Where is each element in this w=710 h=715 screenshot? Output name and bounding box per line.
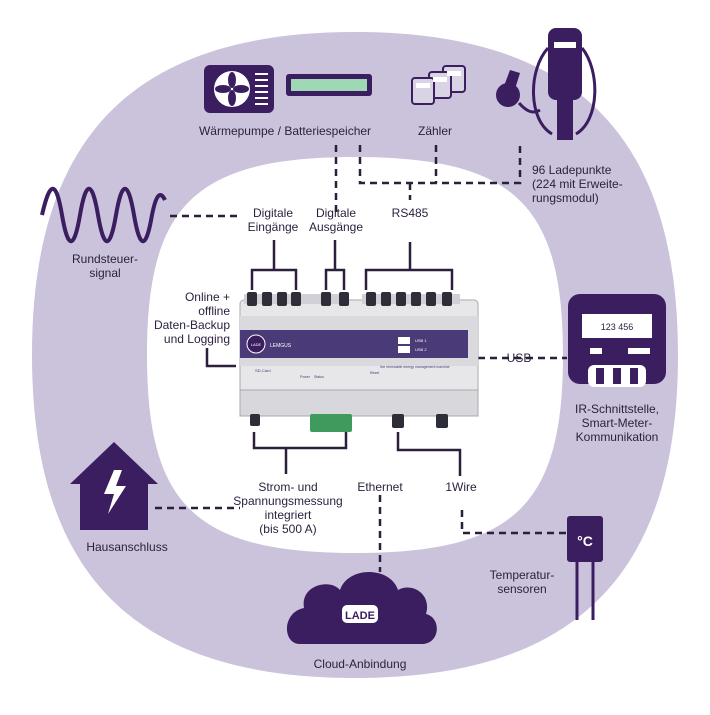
background-ring — [32, 32, 678, 678]
heat-pump-battery-label: Wärmepumpe / Batteriespeicher — [198, 124, 372, 138]
onewire-label: 1Wire — [445, 480, 477, 494]
house-connection-label: Hausanschluss — [86, 540, 168, 554]
digital-inputs-label: Digitale Eingänge — [247, 206, 299, 234]
ripple-signal-label: Rundsteuer- signal — [71, 252, 139, 280]
digital-outputs-label: Digitale Ausgänge — [308, 206, 364, 234]
usb-label: USB — [506, 351, 532, 365]
charging-station-icon — [532, 28, 597, 140]
cloud-icon: LADE — [286, 572, 437, 644]
chargepoints-label: 96 Ladepunkte (224 mit Erweite- rungsmod… — [532, 163, 623, 205]
ripple-signal-icon — [40, 187, 167, 243]
meter-display-text: 123 456 — [601, 322, 634, 332]
smart-meter-icon: 123 456 — [568, 294, 666, 387]
house-icon — [70, 442, 158, 530]
meter-label: Zähler — [417, 124, 453, 138]
device-tagline: the renewable energy management machine — [380, 365, 449, 369]
device-connector-lines — [205, 240, 462, 476]
device-usb1-label: USB 1 — [415, 338, 427, 343]
cloud-label: Cloud-Anbindung — [313, 657, 407, 671]
heat-pump-icon — [204, 65, 274, 113]
charging-plug-icon — [496, 70, 541, 114]
device-usb2-label: USB 2 — [415, 347, 427, 352]
connector-lines — [155, 145, 567, 572]
ir-interface-label: IR-Schnittstelle, Smart-Meter- Kommunika… — [574, 402, 660, 444]
rs485-label: RS485 — [391, 206, 429, 220]
device-power-label: Power — [300, 375, 311, 379]
meter-icon — [411, 65, 466, 105]
ethernet-label: Ethernet — [357, 480, 403, 494]
temp-symbol-text: °C — [577, 533, 593, 549]
current-measurement-label: Strom- und Spannungsmessung integriert (… — [233, 480, 343, 536]
battery-icon — [286, 74, 372, 96]
device-brand: LADE — [251, 342, 262, 347]
device-reset-label: Reset — [370, 371, 379, 375]
data-backup-label: Online + offline Daten-Backup und Loggin… — [153, 290, 230, 346]
controller-device: LADE LEMGUS USB 1 USB 2 SD-Card Power St… — [239, 292, 479, 432]
device-sdcard-label: SD-Card — [255, 368, 271, 373]
device-model: LEMGUS — [270, 343, 292, 349]
cloud-logo-text: LADE — [345, 610, 375, 622]
device-status-label: Status — [314, 375, 324, 379]
temperature-sensor-icon: °C — [567, 516, 603, 620]
temperature-sensors-label: Temperatur- sensoren — [489, 568, 555, 596]
